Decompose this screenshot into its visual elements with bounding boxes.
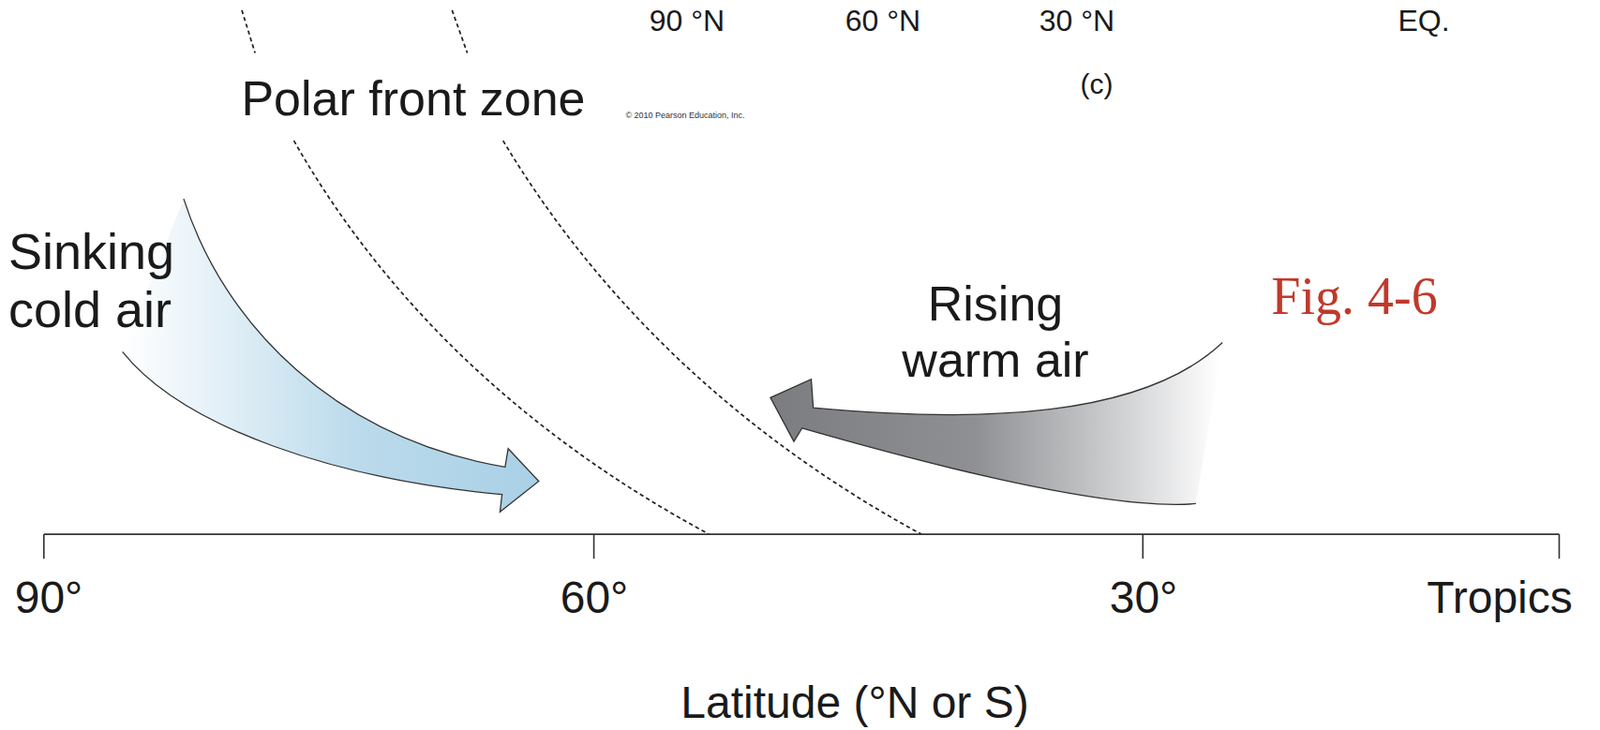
latitude-heading: 60 °N <box>845 3 921 39</box>
tick-label: Tropics <box>1426 571 1573 624</box>
latitude-heading: 30 °N <box>1039 3 1115 39</box>
tick-label: 30° <box>1109 571 1179 624</box>
figure-number: Fig. 4-6 <box>1271 266 1437 327</box>
zone-label: Polar front zone <box>240 71 585 128</box>
panel-letter: (c) <box>1080 68 1114 102</box>
latitude-heading: EQ. <box>1397 3 1450 39</box>
tick-label: 90° <box>14 571 84 624</box>
tick-label: 60° <box>560 571 629 624</box>
copyright-note: © 2010 Pearson Education, Inc. <box>625 110 745 120</box>
cold-air-arrow <box>122 198 539 512</box>
latitude-heading: 90 °N <box>649 3 725 39</box>
axis-title: Latitude (°N or S) <box>680 676 1029 729</box>
air-label: Sinking cold air <box>8 222 210 339</box>
latitude-axis <box>44 534 1560 559</box>
air-label: Rising warm air <box>873 276 1118 389</box>
